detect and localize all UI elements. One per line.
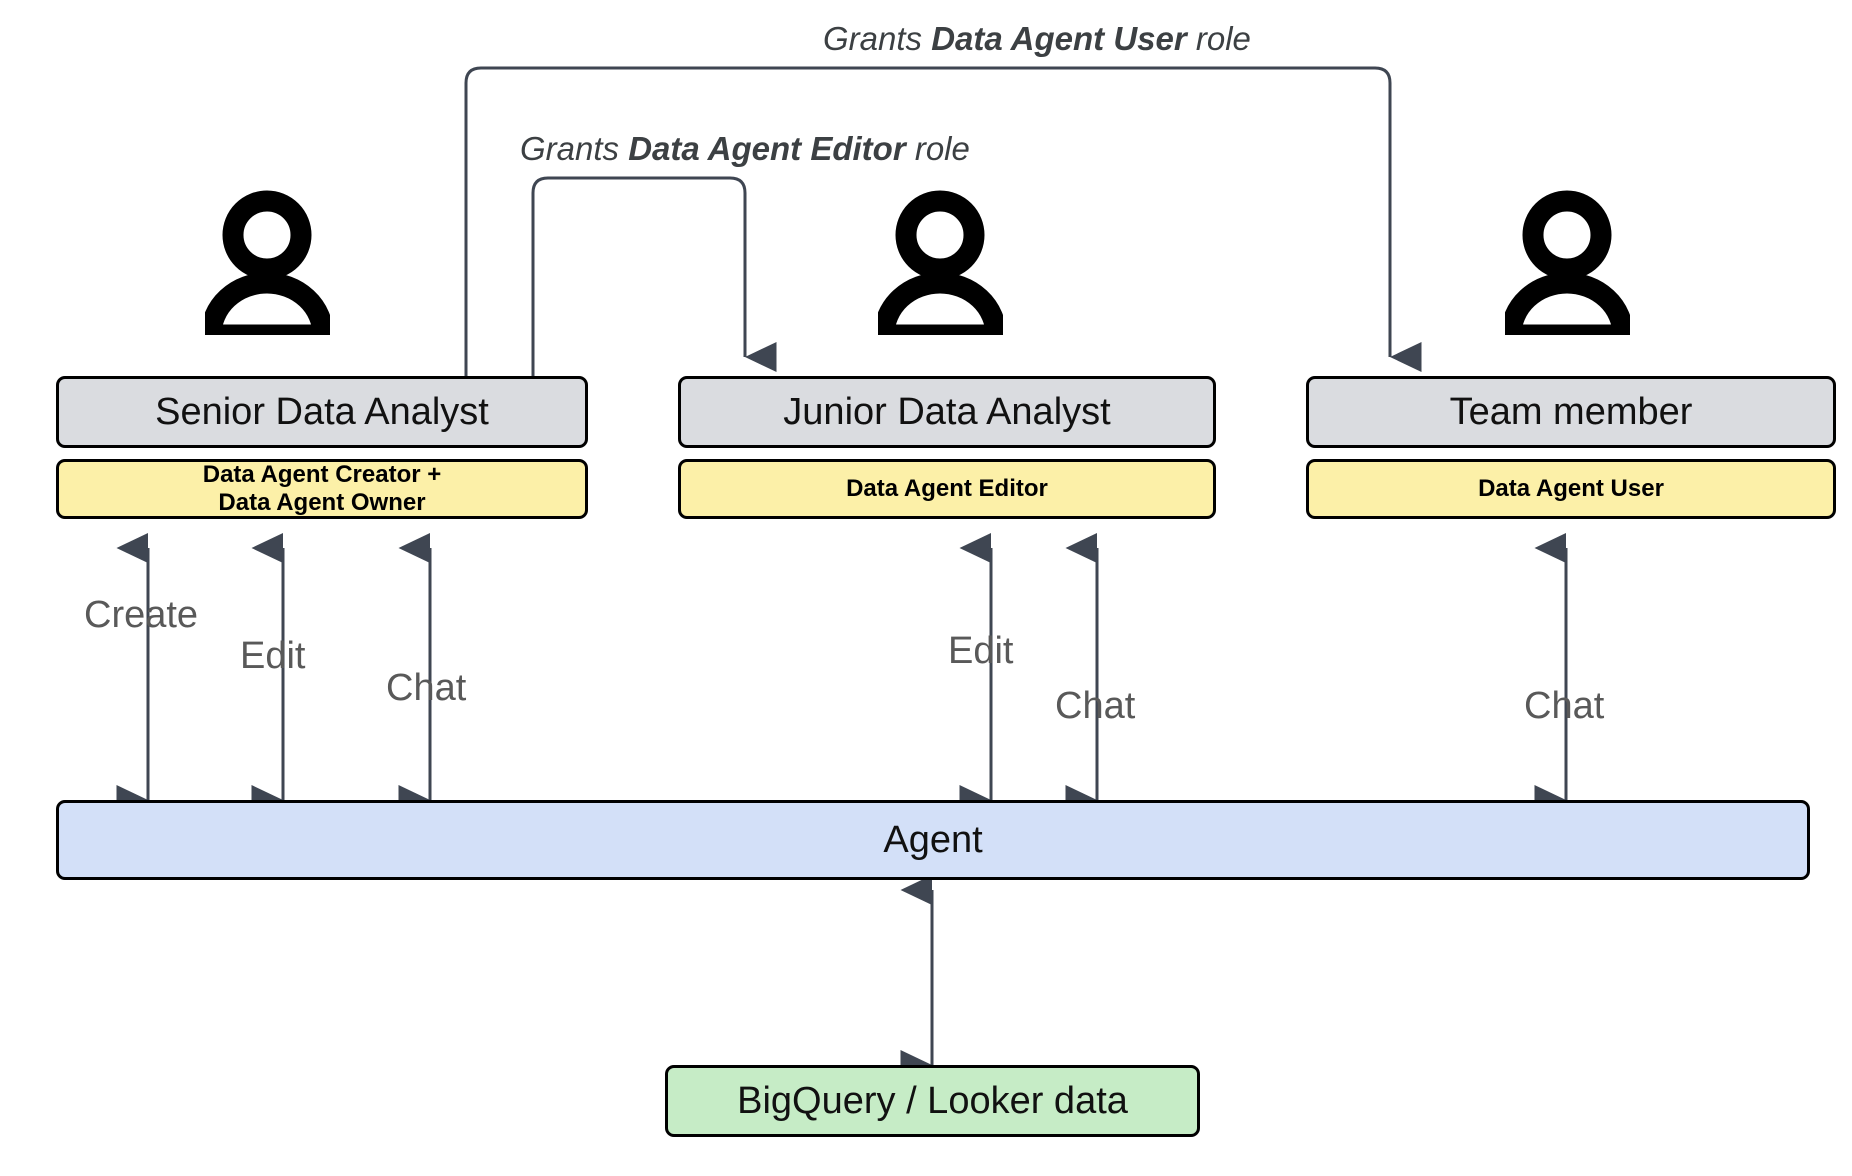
connector-grants-data-agent-user: [464, 66, 1422, 376]
chat-label-text: Chat: [1055, 685, 1136, 727]
agent-label: Agent: [883, 818, 983, 861]
datasource-label: BigQuery / Looker data: [737, 1079, 1128, 1122]
person-icon-junior: [878, 190, 1003, 335]
connector-grants-data-agent-editor: [531, 176, 777, 376]
edge-label-create: Create: [84, 594, 198, 637]
permission-line-2: Data Agent Owner: [218, 489, 426, 516]
persona-title-label: Team member: [1449, 390, 1693, 433]
edge-label-junior-chat: Chat: [1055, 685, 1135, 728]
permission-line-1: Data Agent Creator +: [202, 460, 442, 488]
agent-node[interactable]: Agent: [56, 800, 1810, 880]
persona-title-senior-data-analyst[interactable]: Senior Data Analyst: [56, 376, 588, 448]
permission-line-1: Data Agent User: [1478, 474, 1664, 502]
persona-title-team-member[interactable]: Team member: [1306, 376, 1836, 448]
grant-editor-role: Data Agent Editor: [628, 130, 906, 167]
persona-title-junior-data-analyst[interactable]: Junior Data Analyst: [678, 376, 1216, 448]
chat-label-text: Chat: [386, 667, 467, 709]
edge-label-junior-edit: Edit: [948, 630, 1013, 673]
persona-title-label: Senior Data Analyst: [155, 390, 489, 433]
datasource-node[interactable]: BigQuery / Looker data: [665, 1065, 1200, 1137]
edit-label-text: Edit: [948, 630, 1014, 672]
grant-label-data-agent-editor: Grants Data Agent Editor role: [520, 130, 970, 168]
person-icon-team-member: [1505, 190, 1630, 335]
persona-permission-junior-data-analyst[interactable]: Data Agent Editor: [678, 459, 1216, 519]
edge-label-senior-edit: Edit: [240, 635, 305, 678]
grant-user-prefix: Grants: [823, 20, 932, 57]
chat-label-text: Chat: [1524, 685, 1605, 727]
create-label-text: Create: [84, 594, 199, 636]
grant-editor-prefix: Grants: [520, 130, 629, 167]
persona-permission-team-member[interactable]: Data Agent User: [1306, 459, 1836, 519]
grant-user-suffix: role: [1186, 20, 1251, 57]
edge-label-team-chat: Chat: [1524, 685, 1604, 728]
persona-permission-senior-data-analyst[interactable]: Data Agent Creator + Data Agent Owner: [56, 459, 588, 519]
persona-title-label: Junior Data Analyst: [783, 390, 1111, 433]
grant-user-role: Data Agent User: [931, 20, 1187, 57]
edge-label-senior-chat: Chat: [386, 667, 466, 710]
grant-label-data-agent-user: Grants Data Agent User role: [823, 20, 1251, 58]
person-icon-senior: [205, 190, 330, 335]
edit-label-text: Edit: [240, 635, 306, 677]
permission-line-1: Data Agent Editor: [846, 474, 1048, 502]
grant-editor-suffix: role: [905, 130, 970, 167]
